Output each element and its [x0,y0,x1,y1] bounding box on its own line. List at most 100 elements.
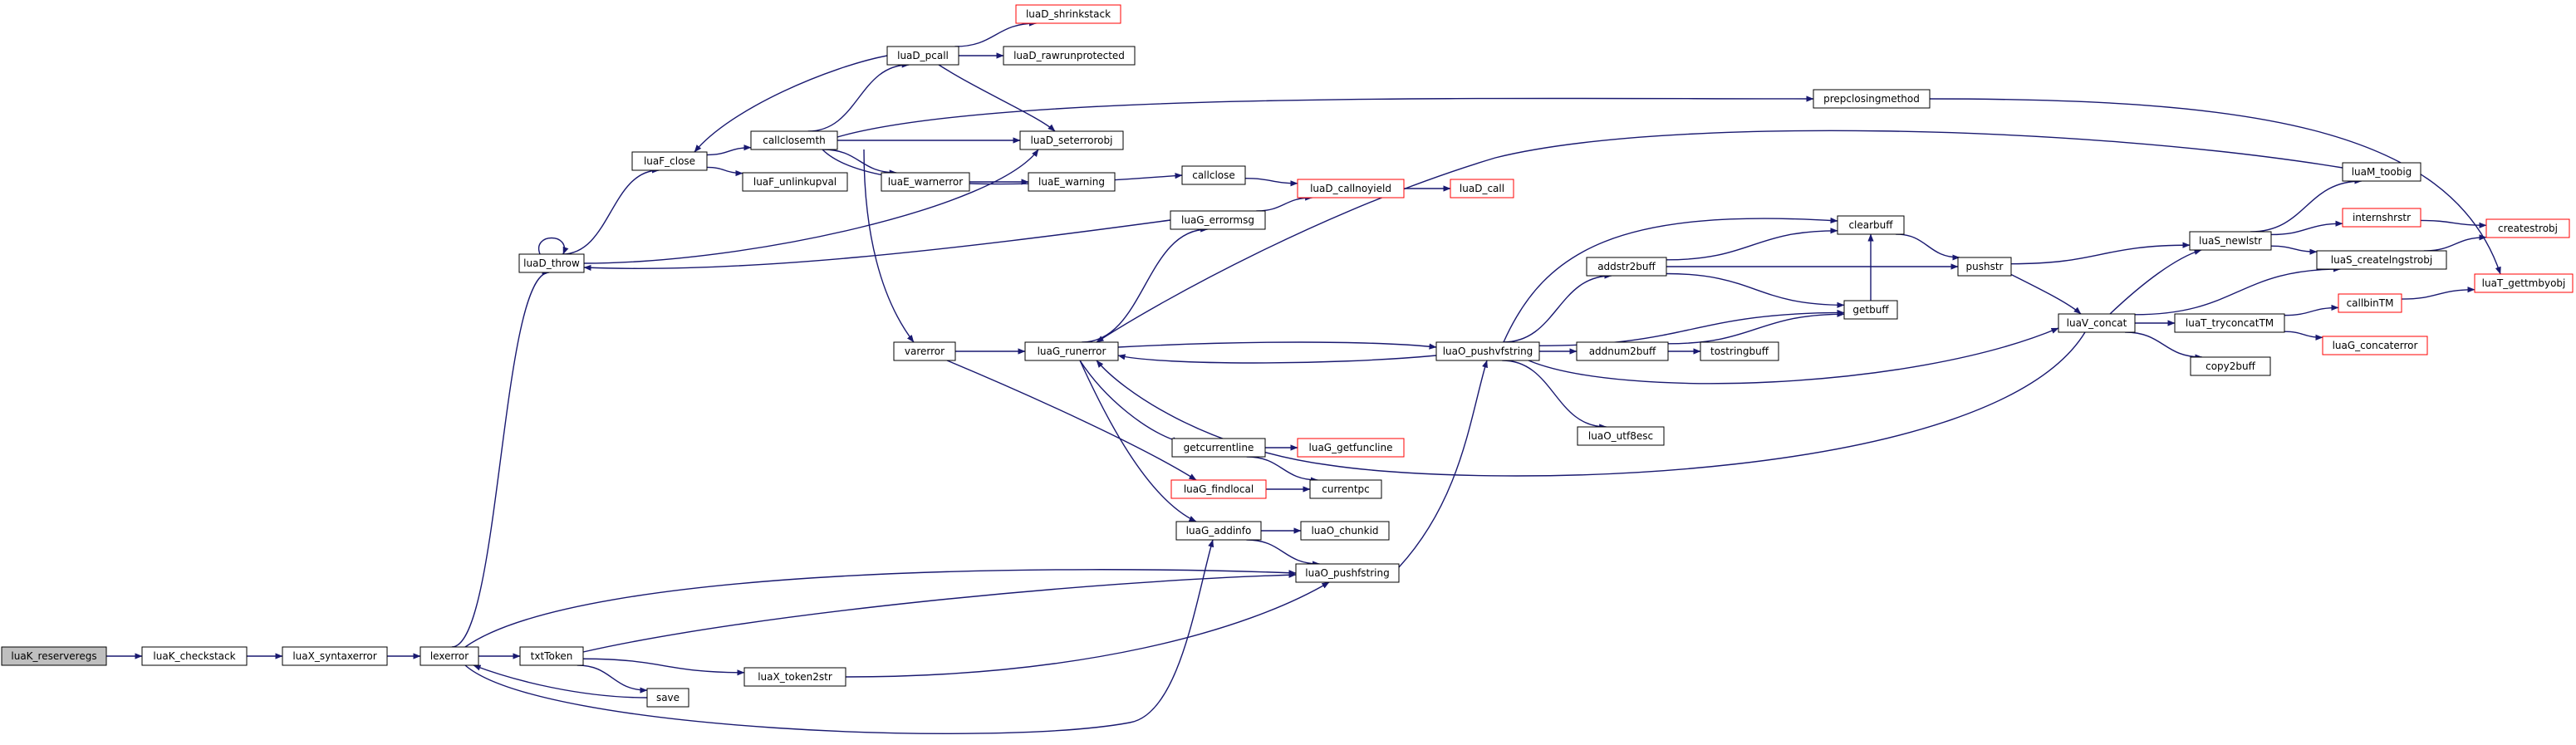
node-box-luaG_addinfo[interactable] [1175,521,1262,541]
node-luaD_pcall[interactable]: luaD_pcall [886,46,959,66]
node-box-luaD_call[interactable] [1450,179,1514,199]
node-copy2buff[interactable]: copy2buff [2190,356,2271,376]
node-box-prepclosingmethod[interactable] [1813,89,1931,109]
node-box-currentpc[interactable] [1309,479,1382,499]
node-internshrstr[interactable]: internshrstr [2342,208,2421,228]
node-box-luaE_warning[interactable] [1028,172,1116,192]
node-varerror[interactable]: varerror [893,341,956,361]
node-box-callbinTM[interactable] [2338,293,2402,313]
node-box-luaE_warnerror[interactable] [881,172,970,192]
node-box-luaX_syntaxerror[interactable] [282,646,388,666]
node-box-copy2buff[interactable] [2190,356,2271,376]
node-luaD_call[interactable]: luaD_call [1450,179,1514,199]
node-luaS_createlngstrobj[interactable]: luaS_createlngstrobj [2316,250,2447,270]
node-clearbuff[interactable]: clearbuff [1837,215,1905,235]
node-box-luaO_chunkid[interactable] [1300,521,1390,541]
node-box-luaK_checkstack[interactable] [141,646,248,666]
node-luaS_newlstr[interactable]: luaS_newlstr [2189,231,2272,251]
node-box-luaO_utf8esc[interactable] [1577,426,1665,446]
node-box-luaD_throw[interactable] [518,253,585,273]
node-box-luaD_shrinkstack[interactable] [1015,4,1121,24]
node-box-luaG_concaterror[interactable] [2322,336,2428,355]
node-box-luaG_runerror[interactable] [1024,341,1119,361]
node-createstrobj[interactable]: createstrobj [2485,218,2570,238]
node-addstr2buff[interactable]: addstr2buff [1586,257,1667,277]
node-box-callclose[interactable] [1181,165,1246,185]
node-box-callclosemth[interactable] [750,130,838,150]
node-prepclosingmethod[interactable]: prepclosingmethod [1813,89,1931,109]
node-box-addstr2buff[interactable] [1586,257,1667,277]
node-luaG_getfuncline[interactable]: luaG_getfuncline [1297,438,1405,458]
node-box-luaT_gettmbyobj[interactable] [2474,273,2574,293]
node-luaE_warning[interactable]: luaE_warning [1028,172,1116,192]
node-box-lexerror[interactable] [420,646,479,666]
node-luaM_toobig[interactable]: luaM_toobig [2342,162,2421,182]
node-box-getbuff[interactable] [1843,300,1898,320]
node-luaD_throw[interactable]: luaD_throw [518,253,585,273]
node-getbuff[interactable]: getbuff [1843,300,1898,320]
node-luaX_token2str[interactable]: luaX_token2str [743,667,846,687]
node-box-luaD_rawrunprotected[interactable] [1003,46,1136,66]
node-luaK_reserveregs[interactable]: luaK_reserveregs [1,646,107,666]
node-box-luaS_newlstr[interactable] [2189,231,2272,251]
node-luaG_addinfo[interactable]: luaG_addinfo [1175,521,1262,541]
node-luaT_gettmbyobj[interactable]: luaT_gettmbyobj [2474,273,2574,293]
node-box-luaF_close[interactable] [631,151,708,171]
node-luaG_concaterror[interactable]: luaG_concaterror [2322,336,2428,355]
node-currentpc[interactable]: currentpc [1309,479,1382,499]
node-box-luaM_toobig[interactable] [2342,162,2421,182]
node-box-luaG_getfuncline[interactable] [1297,438,1405,458]
node-luaD_seterrorobj[interactable]: luaD_seterrorobj [1019,130,1124,150]
node-luaK_checkstack[interactable]: luaK_checkstack [141,646,248,666]
node-box-addnum2buff[interactable] [1576,341,1669,361]
node-box-luaK_reserveregs[interactable] [1,646,107,666]
node-box-luaF_unlinkupval[interactable] [742,172,848,192]
node-box-tostringbuff[interactable] [1700,341,1779,361]
node-box-luaO_pushvfstring[interactable] [1435,341,1540,361]
node-box-clearbuff[interactable] [1837,215,1905,235]
node-luaE_warnerror[interactable]: luaE_warnerror [881,172,970,192]
node-callclose[interactable]: callclose [1181,165,1246,185]
node-callclosemth[interactable]: callclosemth [750,130,838,150]
node-luaF_close[interactable]: luaF_close [631,151,708,171]
node-box-internshrstr[interactable] [2342,208,2421,228]
node-box-getcurrentline[interactable] [1171,438,1266,458]
node-luaO_pushvfstring[interactable]: luaO_pushvfstring [1435,341,1540,361]
node-box-luaT_tryconcatTM[interactable] [2174,313,2285,333]
node-luaG_findlocal[interactable]: luaG_findlocal [1170,479,1267,499]
node-luaO_utf8esc[interactable]: luaO_utf8esc [1577,426,1665,446]
node-txtToken[interactable]: txtToken [519,646,584,666]
node-pushstr[interactable]: pushstr [1957,257,2012,277]
node-box-varerror[interactable] [893,341,956,361]
node-addnum2buff[interactable]: addnum2buff [1576,341,1669,361]
node-luaT_tryconcatTM[interactable]: luaT_tryconcatTM [2174,313,2285,333]
node-box-luaG_findlocal[interactable] [1170,479,1267,499]
node-box-luaD_callnoyield[interactable] [1297,179,1405,199]
node-luaD_callnoyield[interactable]: luaD_callnoyield [1297,179,1405,199]
node-lexerror[interactable]: lexerror [420,646,479,666]
node-box-txtToken[interactable] [519,646,584,666]
node-callbinTM[interactable]: callbinTM [2338,293,2402,313]
node-box-createstrobj[interactable] [2485,218,2570,238]
node-box-save[interactable] [646,688,689,708]
node-box-luaD_seterrorobj[interactable] [1019,130,1124,150]
node-luaV_concat[interactable]: luaV_concat [2058,313,2136,333]
node-box-luaX_token2str[interactable] [743,667,846,687]
node-box-luaD_pcall[interactable] [886,46,959,66]
node-luaX_syntaxerror[interactable]: luaX_syntaxerror [282,646,388,666]
node-box-luaG_errormsg[interactable] [1170,210,1266,230]
node-luaO_chunkid[interactable]: luaO_chunkid [1300,521,1390,541]
node-luaO_pushfstring[interactable]: luaO_pushfstring [1295,563,1400,583]
node-box-luaS_createlngstrobj[interactable] [2316,250,2447,270]
node-getcurrentline[interactable]: getcurrentline [1171,438,1266,458]
node-save[interactable]: save [646,688,689,708]
node-box-pushstr[interactable] [1957,257,2012,277]
node-box-luaO_pushfstring[interactable] [1295,563,1400,583]
node-luaG_errormsg[interactable]: luaG_errormsg [1170,210,1266,230]
node-box-luaV_concat[interactable] [2058,313,2136,333]
node-luaF_unlinkupval[interactable]: luaF_unlinkupval [742,172,848,192]
node-luaG_runerror[interactable]: luaG_runerror [1024,341,1119,361]
node-tostringbuff[interactable]: tostringbuff [1700,341,1779,361]
node-luaD_rawrunprotected[interactable]: luaD_rawrunprotected [1003,46,1136,66]
node-luaD_shrinkstack[interactable]: luaD_shrinkstack [1015,4,1121,24]
